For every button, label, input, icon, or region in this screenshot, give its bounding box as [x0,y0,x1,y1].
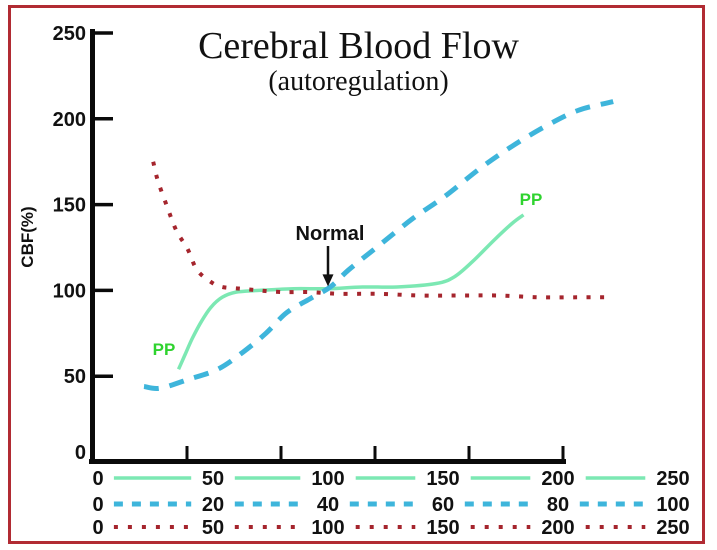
normal-annotation-label: Normal [295,223,365,245]
legend-row3-label-50: 50 [202,517,224,539]
pp-series-label-right: PP [519,190,543,209]
legend-row3-label-100: 100 [311,517,344,539]
y-tick-label-200: 200 [53,109,86,131]
y-tick-label-50: 50 [64,366,86,388]
legend-row1-label-200: 200 [541,468,574,490]
y-axis-label: CBF(%) [18,206,37,268]
normal-arrow-head [322,274,334,287]
legend-row3-label-200: 200 [541,517,574,539]
legend-row2-label-20: 20 [202,494,224,516]
legend-row2-label-80: 80 [547,494,569,516]
chart-frame [8,5,705,544]
legend-row3-label-0: 0 [92,517,103,539]
legend-row1-label-150: 150 [426,468,459,490]
y-tick-label-100: 100 [53,280,86,302]
legend-row1-label-0: 0 [92,468,103,490]
legend-row3-label-150: 150 [426,517,459,539]
legend-row1-label-100: 100 [311,468,344,490]
curve-PP [176,213,525,371]
legend-row2-label-40: 40 [317,494,339,516]
chart-title: Cerebral Blood Flow [198,25,519,67]
legend-row2-label-0: 0 [92,494,103,516]
y-tick-label-150: 150 [53,195,86,217]
y-tick-label-250: 250 [53,23,86,45]
legend-row3-label-250: 250 [656,517,689,539]
legend-row1-label-50: 50 [202,468,224,490]
chart-subtitle: (autoregulation) [268,66,449,97]
pp-series-label-left: PP [152,340,176,359]
legend-row1-label-250: 250 [656,468,689,490]
legend-row2-label-60: 60 [432,494,454,516]
legend-row2-label-100: 100 [656,494,689,516]
curve-blue-dashed [143,99,614,391]
y-tick-label-0: 0 [75,442,86,464]
curve-red-dotted [151,161,614,300]
